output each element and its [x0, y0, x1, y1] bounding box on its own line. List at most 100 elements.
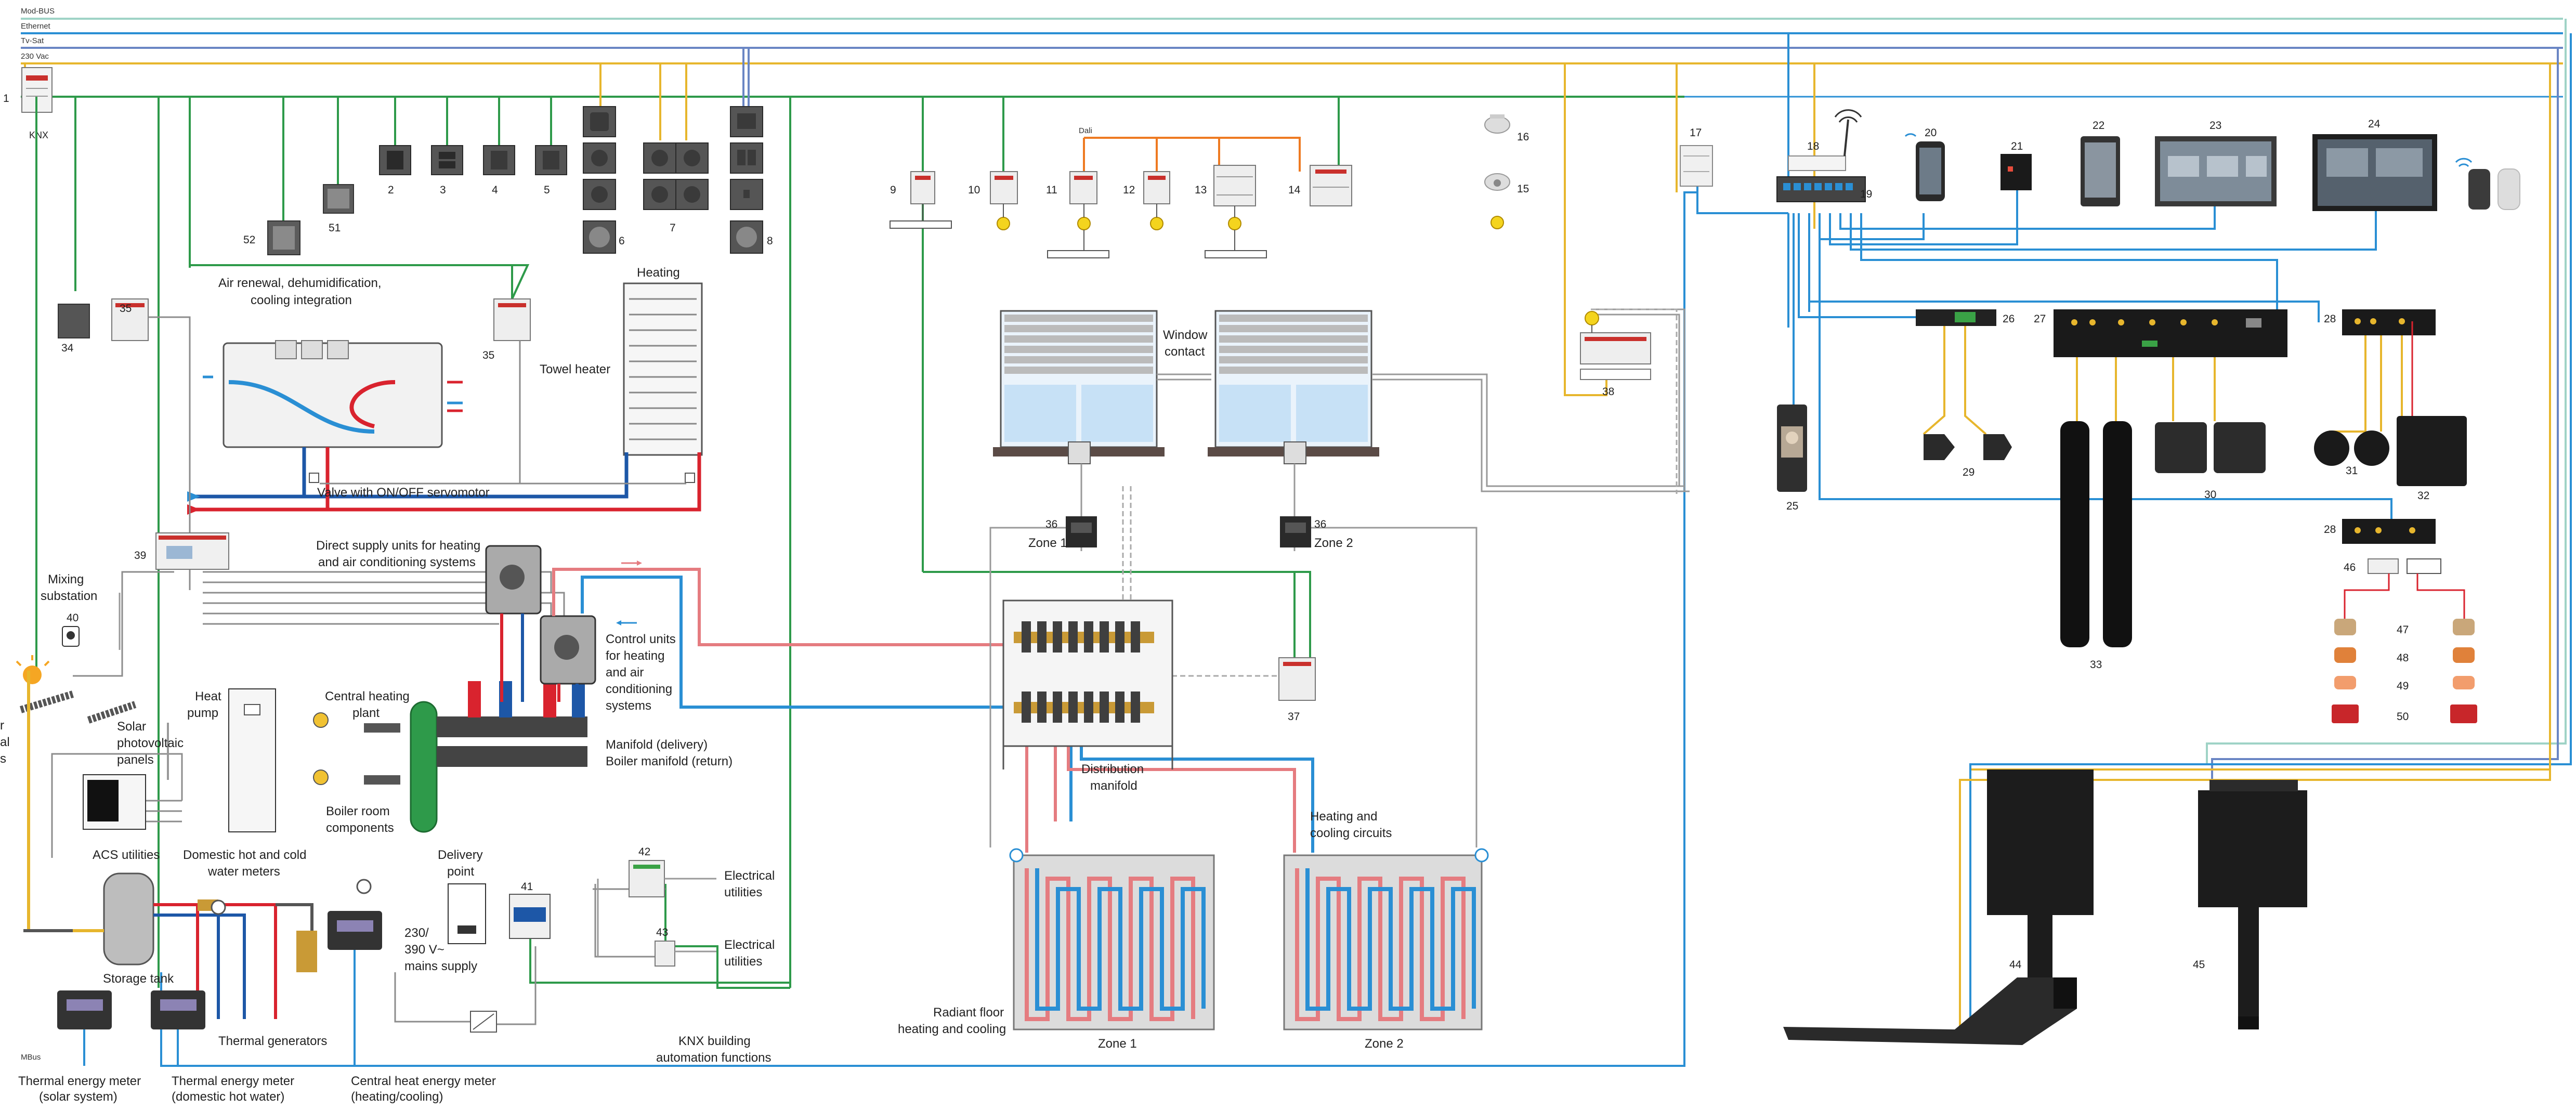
module-14: 14	[1288, 165, 1352, 206]
label-28a: 28	[2324, 313, 2336, 325]
switch-4: 4	[483, 146, 515, 196]
window-2	[1208, 311, 1379, 464]
label-10: 10	[968, 184, 980, 196]
label-52: 52	[243, 234, 255, 246]
label-towel-heater: Towel heater	[540, 362, 610, 376]
storage-tank: Storage tank	[103, 873, 174, 986]
label-11: 11	[1046, 184, 1057, 196]
label-23: 23	[2209, 120, 2221, 132]
label-cut-left-2: al	[0, 735, 10, 749]
water-meter-1	[212, 901, 225, 914]
label-cut-left-3: s	[0, 752, 6, 766]
touchscreen-23: 23	[2155, 120, 2277, 206]
label-central-heating-2: plant	[352, 706, 380, 720]
label-38: 38	[1602, 386, 1614, 398]
label-zone-2-thermostat: Zone 2	[1314, 536, 1353, 550]
label-27: 27	[2034, 313, 2046, 325]
label-zone-1-thermostat: Zone 1	[1028, 536, 1067, 550]
device-34: 34	[58, 304, 89, 354]
label-boiler-room: Boiler room	[326, 804, 390, 818]
label-7: 7	[670, 222, 676, 234]
valve-2	[685, 473, 695, 482]
label-6: 6	[619, 235, 625, 247]
amplifier-26: 26	[1916, 309, 2015, 326]
label-solar-2: photovoltaic	[117, 736, 184, 750]
tvsat-drops	[743, 48, 749, 109]
label-window-contact: Window	[1163, 328, 1208, 342]
bass-shaker-wires	[2345, 573, 2464, 619]
label-15: 15	[1517, 183, 1529, 195]
hvac-pipes	[195, 447, 699, 510]
label-delivery-2: point	[447, 865, 474, 879]
label-mains-3: mains supply	[404, 959, 477, 973]
tv-lift-45: 45	[2193, 780, 2307, 1029]
manifold-cabinet: Distribution manifold	[1003, 601, 1172, 793]
label-acs: ACS utilities	[93, 848, 160, 862]
label-44: 44	[2009, 959, 2022, 971]
label-heating-circuits: Heating and	[1310, 810, 1377, 824]
label-domestic-meters-2: water meters	[207, 865, 280, 879]
label-17: 17	[1690, 127, 1702, 139]
label-31: 31	[2346, 465, 2358, 477]
top-devices: 52 51 2 3 4 5	[243, 107, 773, 255]
module-43: 43	[655, 927, 675, 966]
module-35b: 35	[482, 299, 530, 361]
label-cut-left-1: r	[0, 719, 4, 733]
label-meter-dhw-2: (domestic hot water)	[172, 1090, 284, 1104]
water-meter-2	[357, 880, 371, 893]
touchscreen-24: 24	[2312, 118, 2437, 211]
label-37: 37	[1288, 711, 1300, 723]
label-24: 24	[2368, 118, 2381, 130]
label-storage-tank: Storage tank	[103, 972, 174, 986]
module-11: 11	[1046, 172, 1109, 258]
module-12: 12	[1123, 172, 1170, 230]
module-38: 38	[1580, 311, 1651, 398]
label-32: 32	[2417, 490, 2429, 502]
network-devices: 18 19 20 21 22	[1777, 110, 2520, 211]
touchscreen-22: 22	[2081, 120, 2120, 206]
arrow-hot	[621, 560, 642, 566]
floor-zone-2: Zone 2	[1284, 849, 1488, 1051]
dali-lines	[1084, 138, 1300, 172]
label-central-heating: Central heating	[325, 689, 410, 703]
label-manifold-delivery: Manifold (delivery)	[606, 738, 708, 752]
din-modules-top: 9 10 11 12	[890, 114, 1712, 258]
electrical-area: Delivery point 230/ 390 V~ mains supply …	[404, 846, 775, 1065]
label-delivery: Delivery	[438, 848, 483, 862]
label-thermal-generators: Thermal generators	[218, 1034, 327, 1048]
label-meter-solar-2: (solar system)	[39, 1090, 117, 1104]
label-radiant-floor-2: heating and cooling	[898, 1022, 1006, 1036]
label-elec-util-1b: utilities	[724, 885, 762, 899]
valve-1	[309, 473, 319, 482]
label-knx-functions-2: automation functions	[656, 1051, 771, 1065]
label-elec-util-1: Electrical	[724, 869, 775, 883]
label-13: 13	[1195, 184, 1207, 196]
label-20: 20	[1925, 127, 1937, 139]
label-33: 33	[2090, 659, 2102, 671]
switch-19: 19	[1777, 177, 1872, 202]
label-49: 49	[2397, 680, 2409, 692]
switch-5: 5	[535, 146, 567, 196]
label-51: 51	[329, 222, 341, 234]
sensor-16: 16	[1485, 114, 1529, 143]
panel-21: 21	[2000, 140, 2032, 190]
meter-central	[328, 911, 382, 950]
label-40: 40	[67, 612, 79, 624]
label-36a: 36	[1045, 518, 1057, 530]
speakers-29: 29	[1924, 434, 2012, 478]
label-14: 14	[1288, 184, 1301, 196]
sensor-15: 15	[1485, 174, 1529, 229]
label-domestic-meters: Domestic hot and cold	[183, 848, 306, 862]
label-22: 22	[2093, 120, 2104, 132]
label-control-units-3: and air	[606, 666, 644, 680]
power-label: 230 Vac	[21, 52, 49, 61]
dali-label: Dali	[1079, 126, 1092, 135]
mixing-substation: Mixing substation 40	[41, 572, 120, 650]
label-direct-supply: Direct supply units for heating	[316, 539, 480, 553]
label-heat-pump: Heat	[195, 689, 221, 703]
label-50: 50	[2397, 711, 2409, 723]
label-25: 25	[1786, 500, 1798, 512]
meter-bar-2	[296, 931, 317, 972]
label-heat-pump-2: pump	[187, 706, 218, 720]
